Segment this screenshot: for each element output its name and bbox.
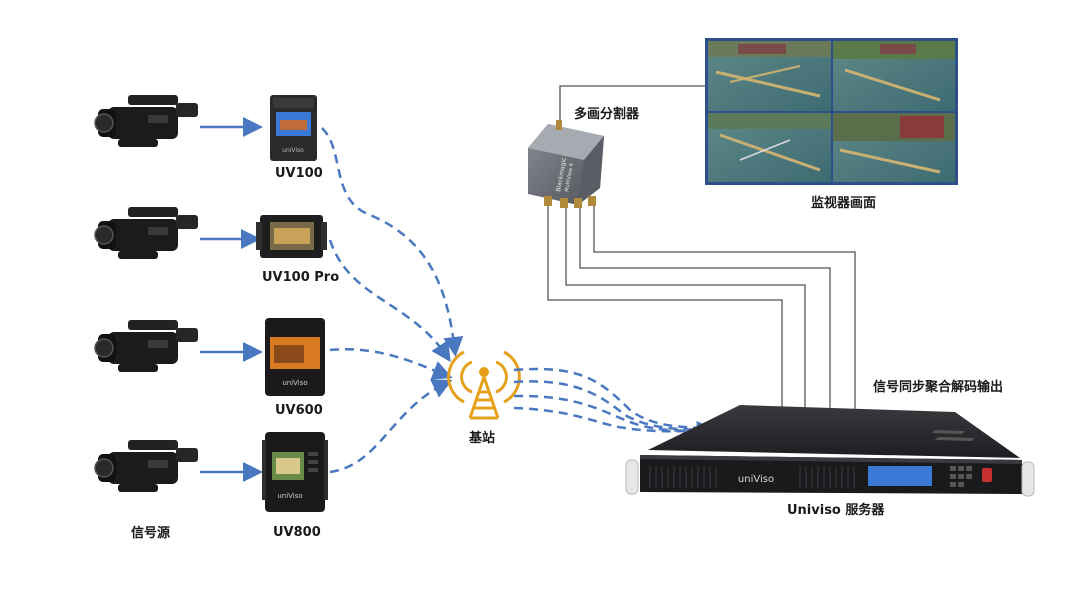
uv800-label: UV800 [273, 525, 321, 540]
monitor-screen [705, 38, 958, 185]
server-label: Univiso 服务器 [787, 503, 885, 518]
camera-icon [94, 320, 198, 372]
base-to-server-link [513, 367, 716, 430]
monitor-label: 监视器画面 [811, 196, 877, 211]
uv800-to-base-link [329, 379, 453, 474]
base-to-server-link [513, 394, 716, 432]
uv100-to-base-link [321, 127, 464, 357]
server-control-buttons [950, 466, 972, 487]
uv800-device: uniViso [262, 432, 328, 512]
server-logo: uniViso [738, 474, 774, 485]
uv100pro-label: UV100 Pro [262, 270, 340, 285]
server-vent-grille [649, 466, 855, 488]
uv800-logo: uniViso [277, 492, 302, 500]
uv100-logo: uniViso [282, 147, 304, 154]
camera-icon [94, 440, 198, 492]
multiviewer-device: Blackmagic MultiView 4 [528, 120, 604, 208]
uv100pro-to-base-link [328, 239, 451, 363]
uv100-label: UV100 [275, 166, 323, 181]
camera-icon [94, 95, 198, 147]
base-station-label: 基站 [469, 431, 496, 446]
multiviewer-model: MultiView 4 [564, 163, 575, 192]
univiso-server: uniViso [625, 405, 1035, 497]
signal-source-label: 信号源 [131, 526, 171, 541]
uv100pro-device [256, 215, 327, 258]
uv600-device: uniViso [265, 318, 325, 396]
sdi-cables [547, 85, 856, 410]
base-to-server-link [513, 406, 717, 441]
uv600-logo: uniViso [282, 379, 307, 387]
multiviewer-label: 多画分割器 [574, 107, 640, 122]
server-lcd-display [868, 466, 932, 486]
uv600-label: UV600 [275, 403, 323, 418]
uv600-to-base-link [329, 348, 453, 380]
uv100-device: uniViso [270, 95, 317, 161]
base-to-server-link [513, 380, 716, 432]
camera-icon [94, 207, 198, 259]
sync-output-label: 信号同步聚合解码输出 [873, 380, 1004, 395]
base-station-tower-icon [447, 350, 521, 420]
